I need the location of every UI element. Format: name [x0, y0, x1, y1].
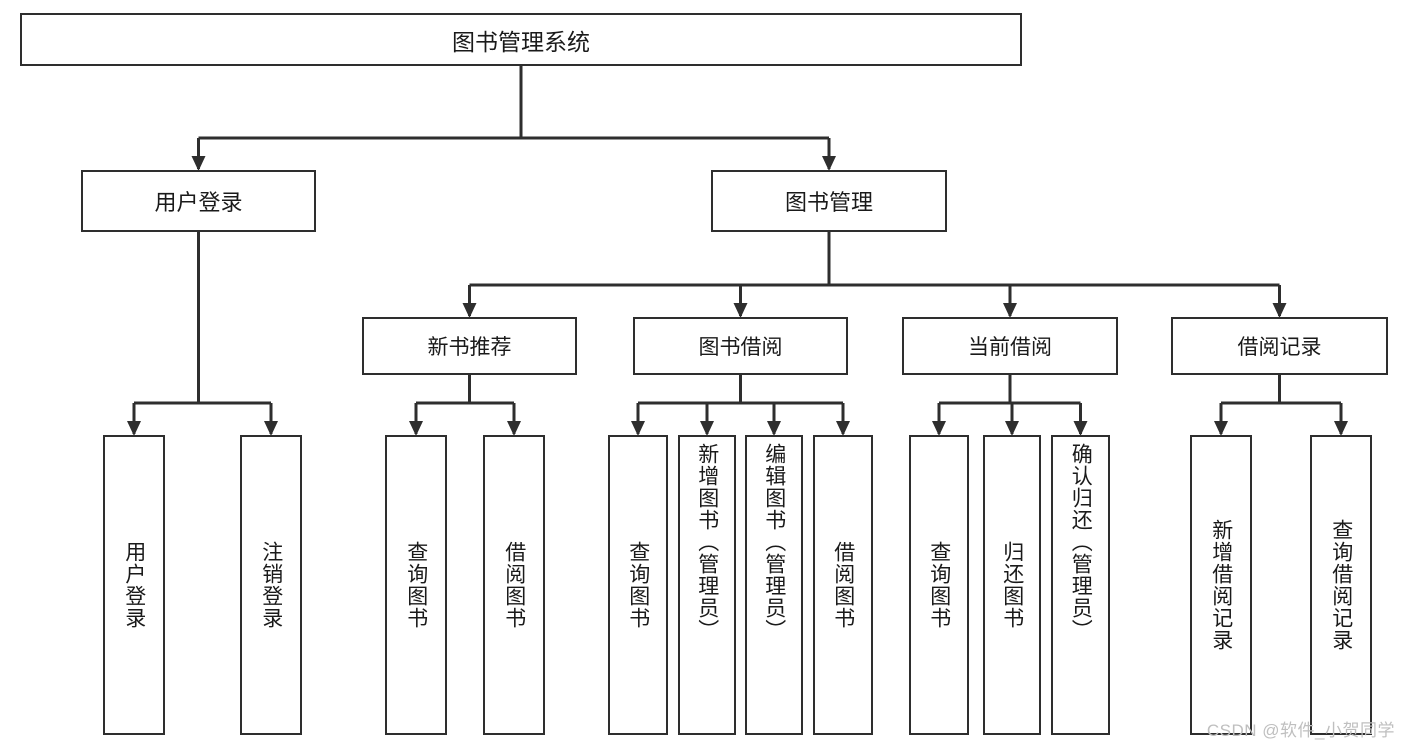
leaf-borrow-book-recommend-label: 借阅图书 [502, 541, 526, 629]
watermark: CSDN @软件_小贺同学 [1206, 721, 1395, 740]
leaf-add-book-label: 新增图书（管理员） [695, 443, 719, 641]
node-new-book-recommend[interactable]: 新书推荐 [362, 317, 577, 375]
leaf-query-book-current[interactable]: 查询图书 [909, 435, 969, 735]
leaf-query-book-recommend-label: 查询图书 [404, 541, 428, 629]
leaf-borrow-book-label: 借阅图书 [831, 541, 855, 629]
node-current-borrow[interactable]: 当前借阅 [902, 317, 1118, 375]
node-book-manage[interactable]: 图书管理 [711, 170, 947, 232]
node-book-manage-label: 图书管理 [784, 190, 873, 215]
node-user-login[interactable]: 用户登录 [81, 170, 316, 232]
node-root-label: 图书管理系统 [452, 28, 590, 55]
node-user-login-label: 用户登录 [154, 190, 243, 215]
node-borrow-record-label: 借阅记录 [1237, 336, 1322, 359]
node-borrow-record[interactable]: 借阅记录 [1171, 317, 1388, 375]
leaf-query-book-current-label: 查询图书 [927, 541, 951, 629]
leaf-user-login[interactable]: 用户登录 [103, 435, 165, 735]
leaf-return-book[interactable]: 归还图书 [983, 435, 1041, 735]
leaf-query-borrow-record[interactable]: 查询借阅记录 [1310, 435, 1372, 735]
leaf-query-book-recommend[interactable]: 查询图书 [385, 435, 447, 735]
node-book-borrow-label: 图书借阅 [698, 336, 783, 359]
node-book-borrow[interactable]: 图书借阅 [633, 317, 848, 375]
leaf-edit-book[interactable]: 编辑图书（管理员） [745, 435, 803, 735]
leaf-edit-book-label: 编辑图书（管理员） [762, 443, 786, 641]
leaf-query-borrow-record-label: 查询借阅记录 [1329, 519, 1353, 651]
leaf-add-borrow-record[interactable]: 新增借阅记录 [1190, 435, 1252, 735]
leaf-query-book-borrow-label: 查询图书 [626, 541, 650, 629]
leaf-user-logout[interactable]: 注销登录 [240, 435, 302, 735]
leaf-query-book-borrow[interactable]: 查询图书 [608, 435, 668, 735]
leaf-add-book[interactable]: 新增图书（管理员） [678, 435, 736, 735]
node-root[interactable]: 图书管理系统 [20, 13, 1022, 66]
node-current-borrow-label: 当前借阅 [968, 336, 1052, 359]
node-new-book-recommend-label: 新书推荐 [427, 336, 512, 359]
leaf-add-borrow-record-label: 新增借阅记录 [1209, 519, 1233, 651]
leaf-confirm-return-label: 确认归还（管理员） [1069, 443, 1093, 641]
leaf-borrow-book[interactable]: 借阅图书 [813, 435, 873, 735]
leaf-return-book-label: 归还图书 [1000, 541, 1024, 629]
leaf-user-login-label: 用户登录 [122, 541, 146, 629]
leaf-confirm-return[interactable]: 确认归还（管理员） [1051, 435, 1110, 735]
leaf-borrow-book-recommend[interactable]: 借阅图书 [483, 435, 545, 735]
leaf-user-logout-label: 注销登录 [259, 541, 283, 629]
